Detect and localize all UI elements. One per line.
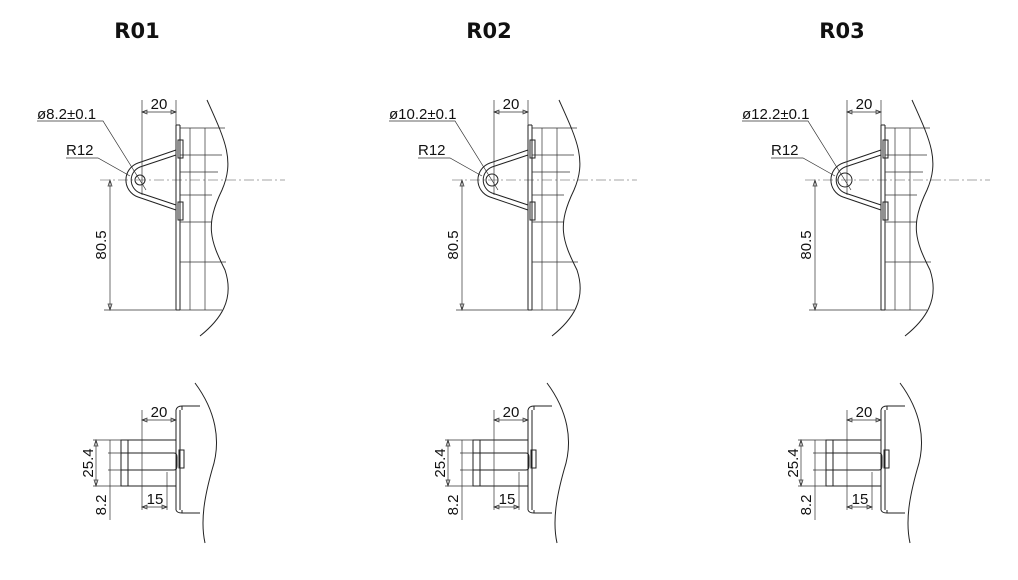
mounting-hole (485, 173, 499, 187)
dim-radius: R12 (66, 142, 94, 159)
dim-20-top (493, 100, 529, 195)
dim-25-4 (798, 438, 826, 488)
bracket-clip-top (882, 139, 889, 159)
housing-top-view (527, 405, 552, 514)
dim-width-top: 20 (856, 96, 873, 113)
dim-diameter: ø12.2±0.1 (742, 106, 809, 123)
bracket-loop (125, 149, 177, 211)
bracket-clip-bottom (882, 201, 889, 221)
dim-25-4 (445, 438, 473, 488)
dim-20-bottom (846, 410, 882, 510)
panel-title: R01 (114, 19, 159, 43)
mounting-hole (134, 174, 146, 186)
bracket-loop (477, 149, 529, 211)
dim-8-2 (813, 440, 826, 520)
mounting-hole (837, 172, 853, 188)
dim-20-bottom (141, 410, 177, 510)
side-view: 20 ø10.2±0.1 R12 80.5 (389, 96, 637, 337)
dim-width-top: 20 (503, 96, 520, 113)
clip-top-view (883, 449, 890, 469)
dim-8-2 (108, 440, 121, 520)
bracket-clip-top (177, 139, 184, 159)
mount-plate (880, 124, 886, 311)
top-view: 20 15 25.4 8.2 (432, 382, 570, 544)
dim-80-5 (456, 178, 528, 312)
housing-break-line-bottom (546, 382, 570, 544)
bracket-loop (830, 149, 882, 211)
housing-break-line-bottom (899, 382, 923, 544)
housing-top-view (175, 405, 200, 514)
dim-15 (493, 472, 520, 510)
dim-slot-depth: 15 (147, 491, 164, 508)
panel-title: R02 (466, 19, 511, 43)
bracket-clip-bottom (529, 201, 536, 221)
housing-break-line-bottom (194, 382, 218, 544)
dim-slot-width: 8.2 (93, 495, 110, 516)
bracket-slot (472, 439, 530, 487)
dim-width-bottom: 20 (503, 404, 520, 421)
radius-leader (66, 157, 131, 177)
radius-leader (418, 157, 483, 177)
dim-slot-depth: 15 (499, 491, 516, 508)
housing-break-line (904, 99, 934, 337)
dim-80-5 (809, 178, 881, 312)
dim-diameter: ø8.2±0.1 (37, 106, 96, 123)
dim-slot-height: 25.4 (785, 448, 802, 477)
dim-80-5 (104, 178, 176, 312)
dim-8-2 (460, 440, 473, 520)
dim-radius: R12 (418, 142, 446, 159)
clip-top-view (178, 449, 185, 469)
dim-15 (846, 472, 873, 510)
mount-plate (175, 124, 181, 311)
bracket-clip-top (529, 139, 536, 159)
bracket-clip-bottom (177, 201, 184, 221)
panel-3: R03 20 ø12.2±0.1 R12 80.5 20 15 25.4 8.2 (742, 19, 990, 544)
panel-1: R01 20 ø8.2±0.1 R12 80.5 20 15 25.4 8.2 (37, 19, 285, 544)
housing-top-view (880, 405, 905, 514)
top-view: 20 15 25.4 8.2 (80, 382, 218, 544)
dim-width-top: 20 (151, 96, 168, 113)
dim-slot-height: 25.4 (432, 448, 449, 477)
dim-slot-depth: 15 (852, 491, 869, 508)
dim-height: 80.5 (798, 230, 815, 259)
dim-height: 80.5 (93, 230, 110, 259)
top-view: 20 15 25.4 8.2 (785, 382, 923, 544)
panel-title: R03 (819, 19, 864, 43)
side-view: 20 ø8.2±0.1 R12 80.5 (37, 96, 285, 337)
dim-20-top (141, 100, 177, 195)
dim-width-bottom: 20 (151, 404, 168, 421)
diameter-leader (389, 120, 499, 191)
dim-slot-width: 8.2 (445, 495, 462, 516)
dim-20-top (846, 100, 882, 195)
housing-break-line (551, 99, 581, 337)
dim-slot-height: 25.4 (80, 448, 97, 477)
dim-height: 80.5 (445, 230, 462, 259)
bracket-slot (120, 439, 178, 487)
diameter-leader (37, 120, 147, 191)
housing-body (180, 127, 226, 311)
dim-20-bottom (493, 410, 529, 510)
dim-slot-width: 8.2 (798, 495, 815, 516)
housing-break-line (199, 99, 229, 337)
radius-leader (771, 157, 836, 177)
dim-diameter: ø10.2±0.1 (389, 106, 456, 123)
side-view: 20 ø12.2±0.1 R12 80.5 (742, 96, 990, 337)
dim-radius: R12 (771, 142, 799, 159)
clip-top-view (530, 449, 537, 469)
housing-body (885, 127, 931, 311)
mount-plate (527, 124, 533, 311)
panel-2: R02 20 ø10.2±0.1 R12 80.5 20 15 25.4 8.2 (389, 19, 637, 544)
dim-25-4 (93, 438, 121, 488)
housing-body (532, 127, 578, 311)
bracket-slot (825, 439, 883, 487)
diameter-leader (742, 120, 852, 191)
dim-width-bottom: 20 (856, 404, 873, 421)
dim-15 (141, 472, 168, 510)
